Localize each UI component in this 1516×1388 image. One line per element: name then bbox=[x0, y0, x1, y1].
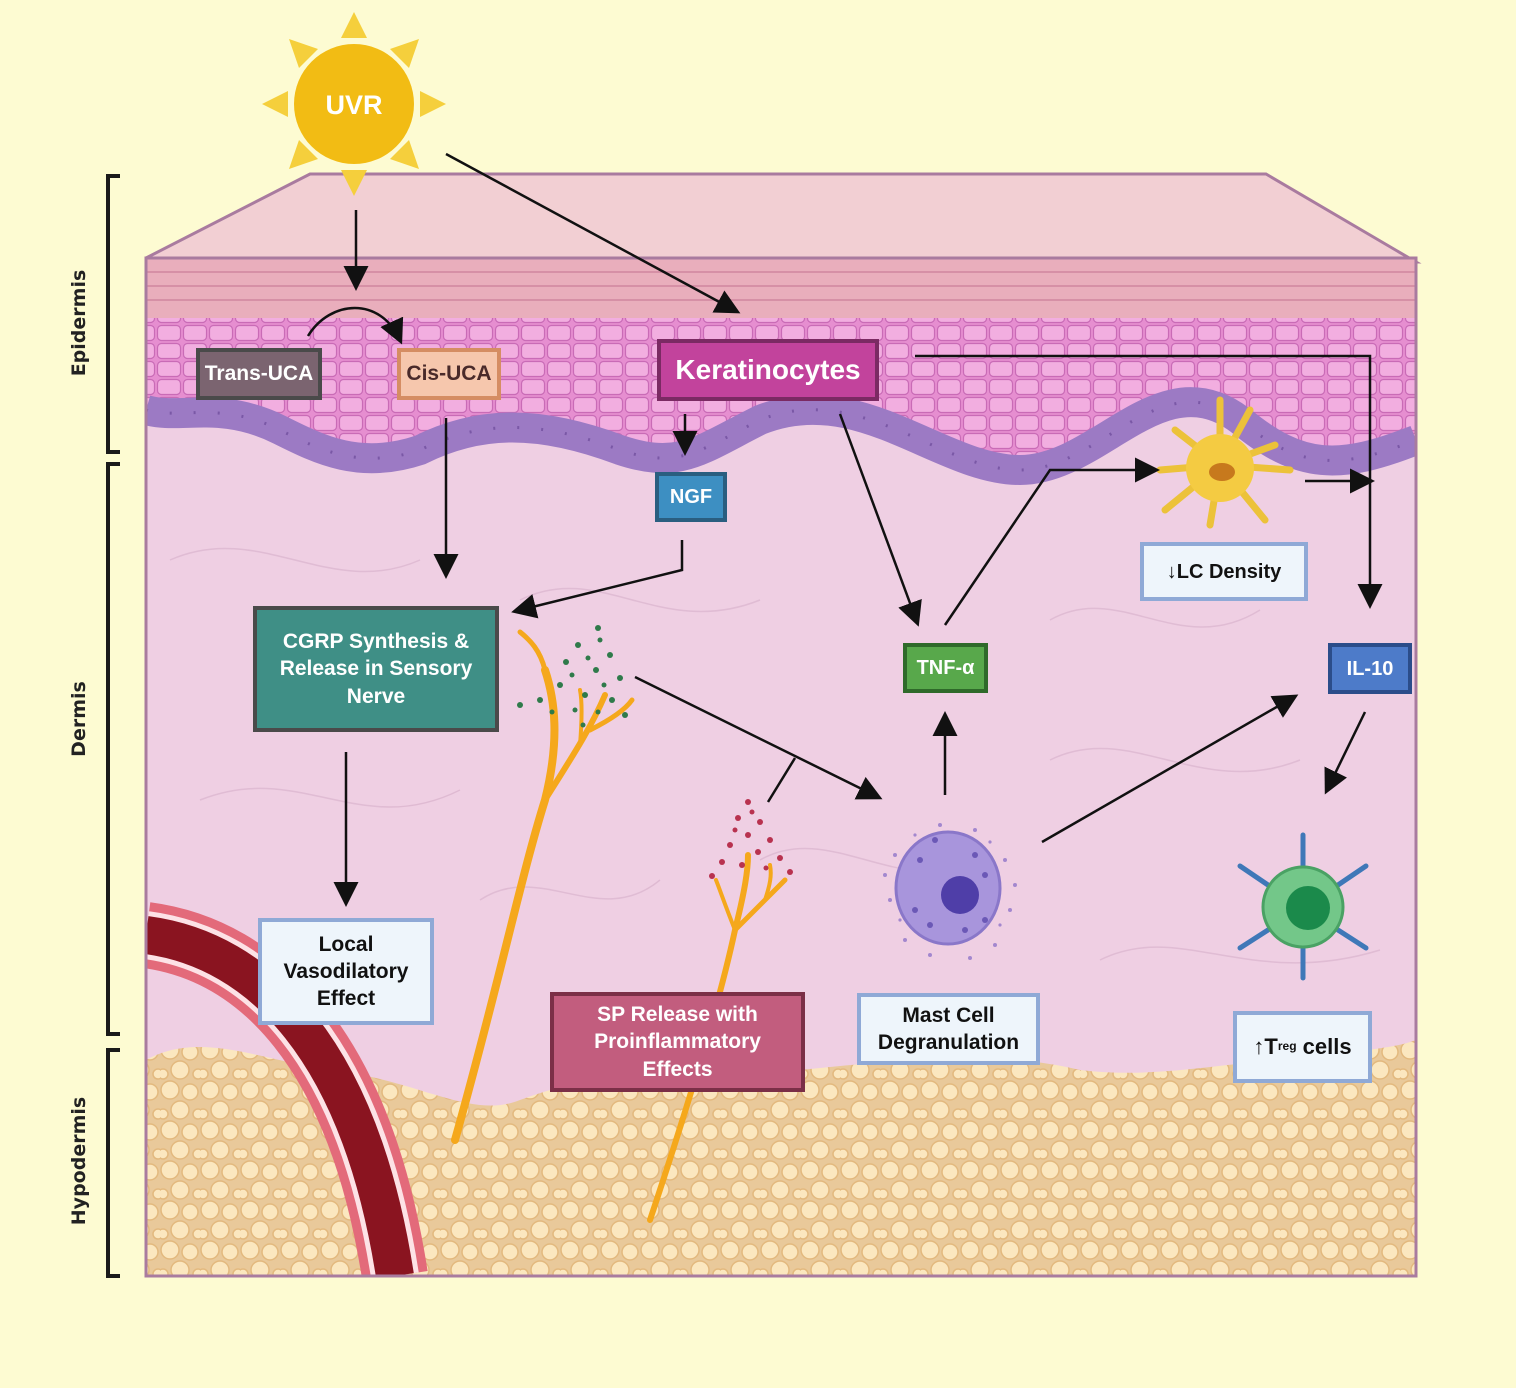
sp-vesicles bbox=[709, 799, 793, 879]
lc-density-box: ↓LC Density bbox=[1140, 542, 1308, 601]
hypodermis-fat bbox=[146, 1040, 1416, 1276]
sun-icon bbox=[262, 12, 446, 196]
arrow-cgrp-to-mast bbox=[634, 675, 883, 800]
cis-uca-box: Cis-UCA bbox=[397, 348, 501, 400]
langerhans-cell bbox=[1156, 396, 1294, 529]
arrow-ngf-to-cgrp bbox=[511, 540, 684, 619]
mast-cell-box: Mast Cell Degranulation bbox=[857, 993, 1040, 1065]
layer-label-hypodermis: Hypodermis bbox=[68, 1096, 90, 1226]
pathway-arrows bbox=[306, 152, 1383, 907]
blood-vessel-lumen bbox=[146, 916, 414, 1276]
cgrp-vesicles bbox=[517, 625, 628, 728]
sp-release-box: SP Release with Proinflammatory Effects bbox=[550, 992, 805, 1092]
arrow-keratinocytes-to-tnf bbox=[838, 413, 922, 627]
treg-suffix: cells bbox=[1296, 1033, 1352, 1059]
arrow-trans-to-cis bbox=[306, 306, 404, 345]
vasodilatory-box: Local Vasodilatory Effect bbox=[258, 918, 434, 1025]
basal-layer bbox=[146, 387, 1416, 486]
cgrp-box: CGRP Synthesis & Release in Sensory Nerv… bbox=[253, 606, 499, 732]
line-sp-to-mast bbox=[766, 757, 797, 803]
sensory-nerve-sp bbox=[647, 852, 788, 1223]
trans-uca-box: Trans-UCA bbox=[196, 348, 322, 400]
keratinocytes-box: Keratinocytes bbox=[657, 339, 879, 401]
mast-cell bbox=[883, 823, 1017, 960]
treg-prefix: ↑T bbox=[1253, 1033, 1278, 1059]
treg-cell bbox=[1237, 832, 1369, 981]
treg-subscript: reg bbox=[1277, 1039, 1297, 1054]
layer-brackets bbox=[106, 174, 120, 1278]
sun-label: UVR bbox=[325, 90, 383, 121]
skin-surface-top bbox=[145, 172, 1422, 264]
arrow-il10-to-treg bbox=[1324, 711, 1367, 795]
arrow-mast-to-il10 bbox=[1041, 694, 1299, 844]
layer-label-dermis: Dermis bbox=[68, 681, 90, 757]
tnf-alpha-box: TNF-α bbox=[903, 643, 988, 693]
il10-box: IL-10 bbox=[1328, 643, 1412, 694]
ngf-box: NGF bbox=[655, 472, 727, 522]
layer-label-epidermis: Epidermis bbox=[68, 269, 90, 377]
arrow-tnf-to-lc bbox=[943, 457, 1160, 626]
arrow-keratinocytes-to-il10 bbox=[915, 354, 1383, 609]
arrow-uvr-to-keratinocytes bbox=[445, 152, 741, 314]
